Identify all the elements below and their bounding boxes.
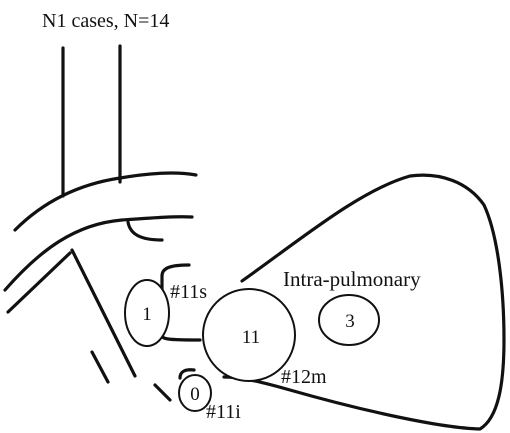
- node-11i-label: #11i: [206, 401, 241, 423]
- node-11s-count: 1: [142, 304, 152, 325]
- node-11s-label: #11s: [170, 281, 207, 303]
- node-11i: 0 #11i: [179, 375, 241, 423]
- trachea-outline: [63, 46, 120, 196]
- node-11s: 1 #11s: [125, 280, 207, 346]
- intrapulmonary-label: Intra-pulmonary: [283, 267, 421, 291]
- node-11-count: 11: [242, 327, 260, 348]
- node-11i-count: 0: [190, 384, 200, 405]
- diagram-title: N1 cases, N=14: [42, 10, 169, 32]
- bronchus-outline: [5, 173, 196, 290]
- intrapulmonary-node: 3: [319, 295, 379, 345]
- intrapulmonary-node-count: 3: [345, 311, 355, 332]
- node-12m-label: #12m: [281, 366, 327, 388]
